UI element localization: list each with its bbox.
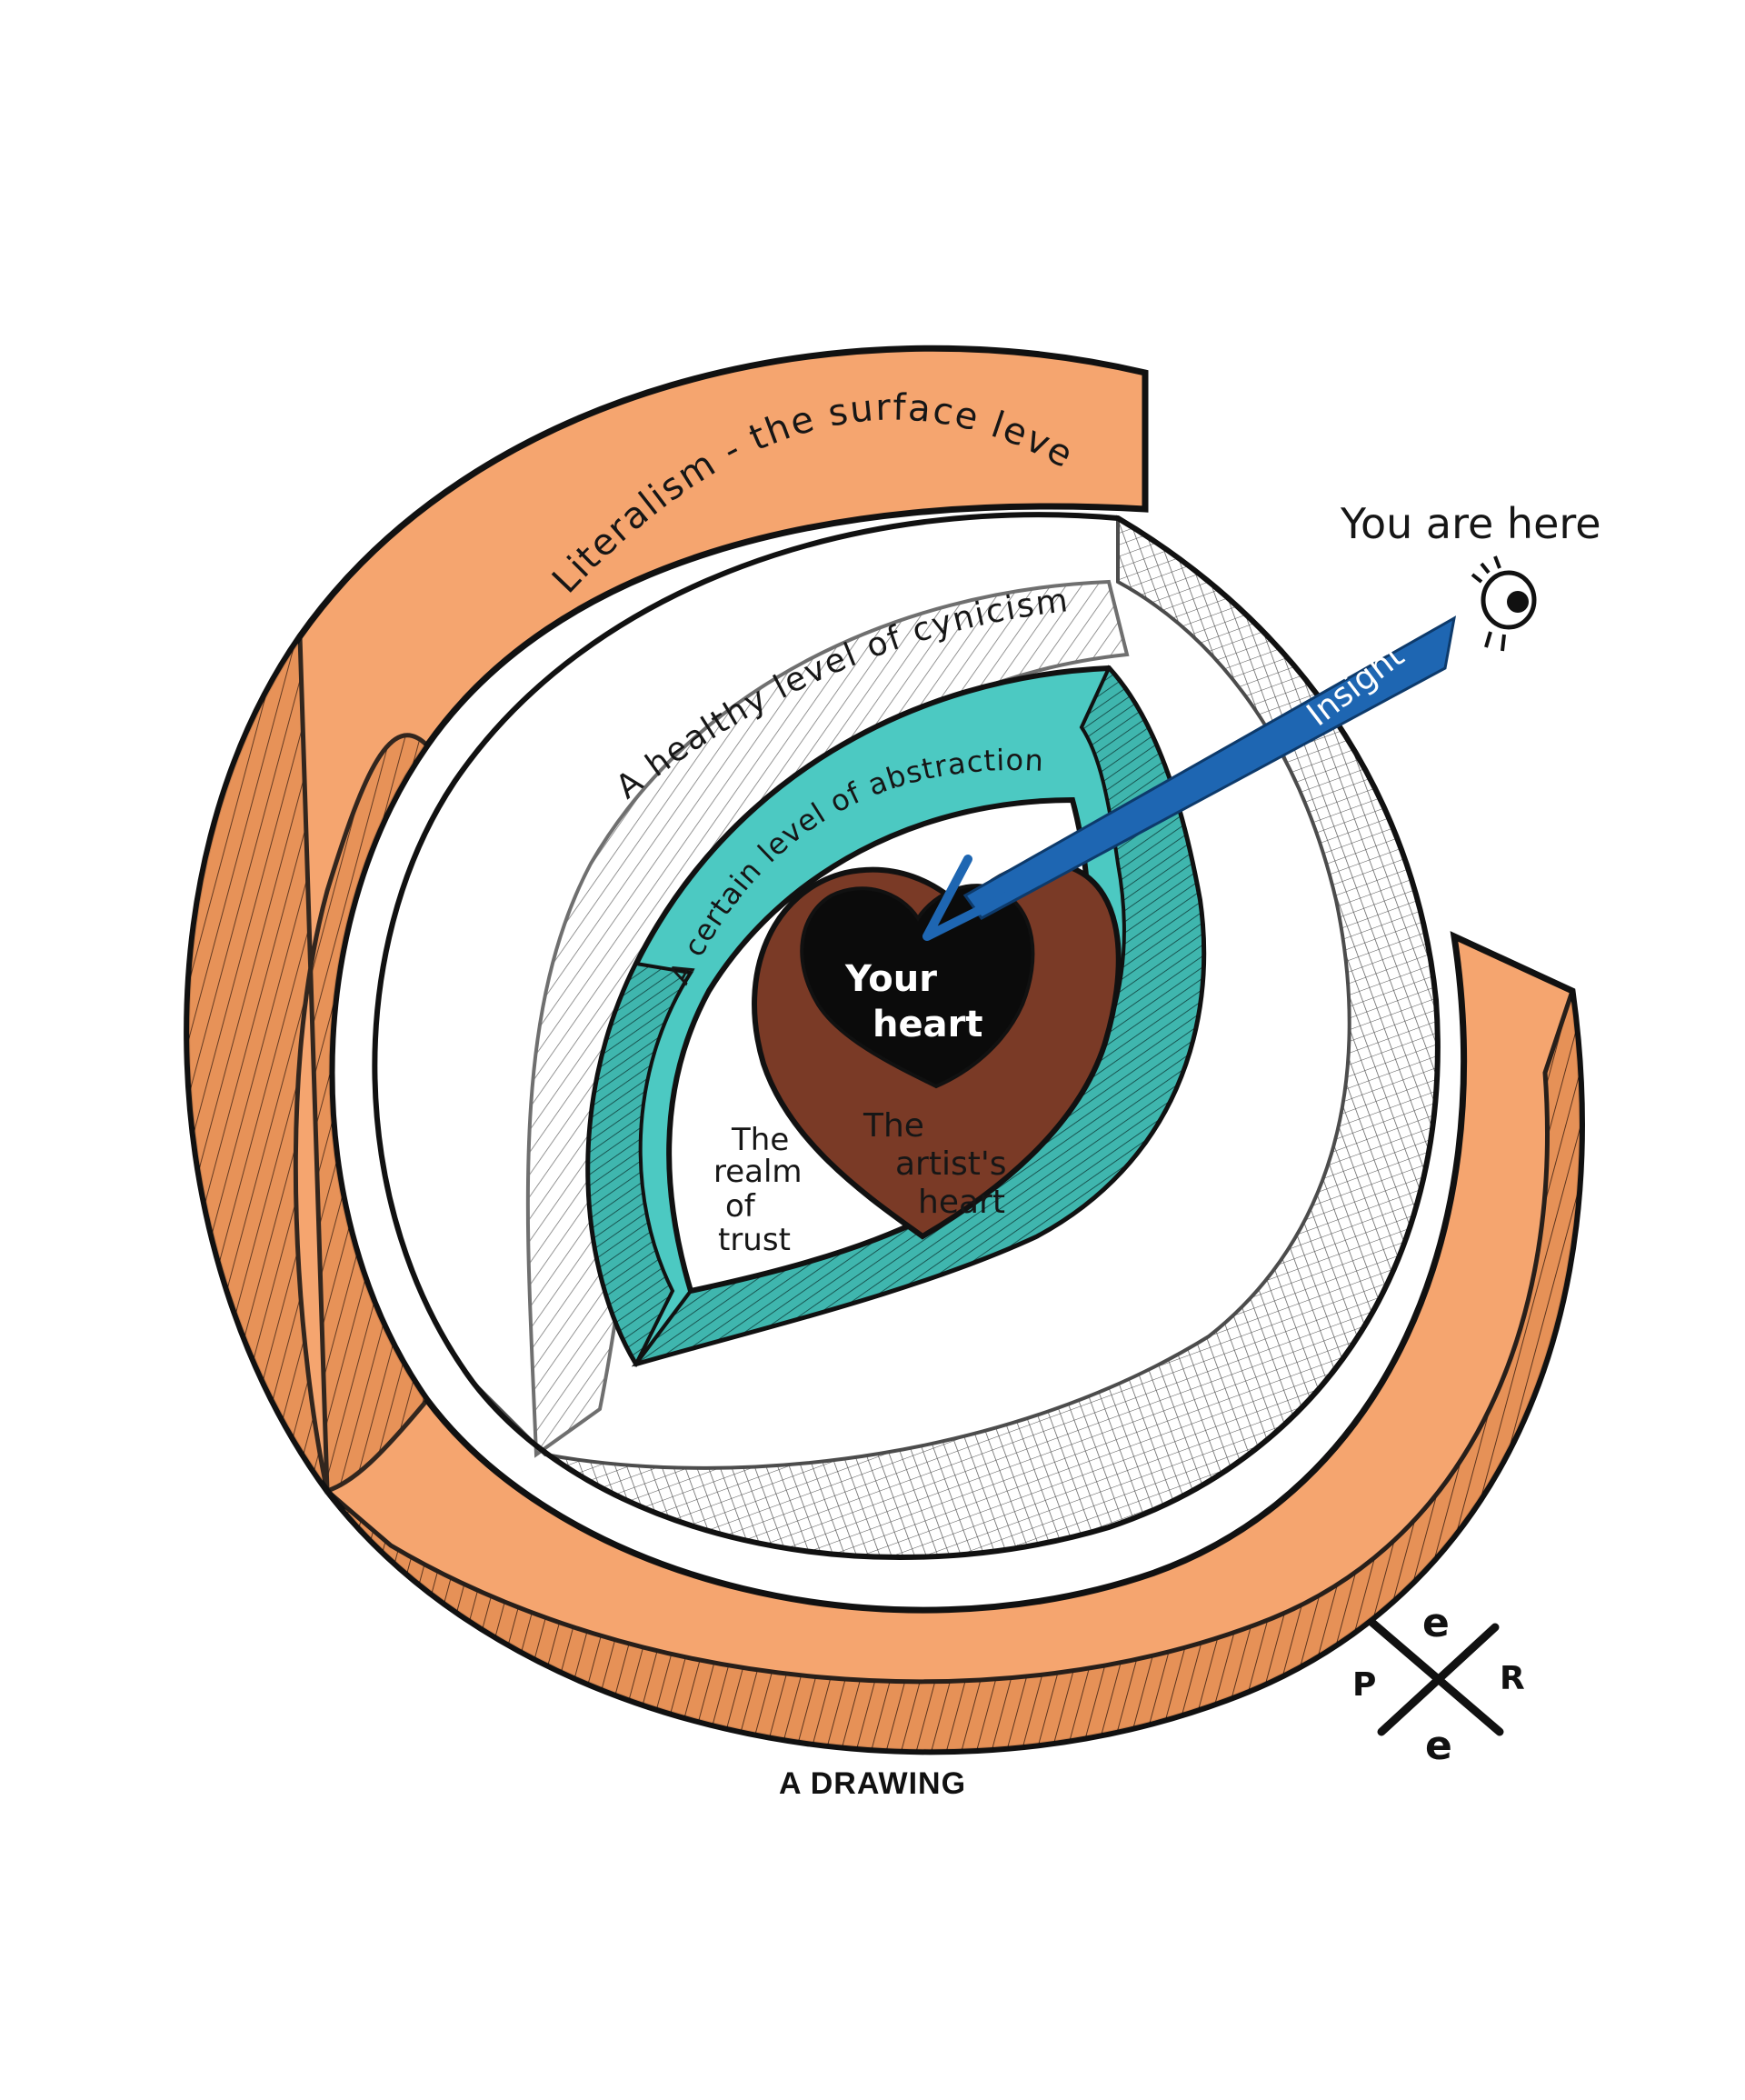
your-heart-shape <box>800 884 1035 1089</box>
trust-line-2: realm <box>713 1154 803 1190</box>
realm-of-trust-label: The realm of trust <box>713 1122 803 1258</box>
artist-heart-label: The artist's heart <box>863 1107 1007 1221</box>
signature-letter-top: e <box>1422 1600 1450 1646</box>
inner-shell-hatching <box>631 665 1206 1367</box>
artist-line-2: artist's <box>895 1145 1007 1183</box>
artist-line-1: The <box>863 1107 924 1145</box>
outer-shell-layer <box>184 345 1585 1755</box>
signature-letter-bottom: e <box>1425 1723 1452 1769</box>
trust-line-1: The <box>731 1122 789 1158</box>
inner-shell-left-wall <box>586 961 694 1368</box>
middle-shell-hatching <box>471 515 1440 1560</box>
artist-line-3: heart <box>918 1184 1005 1221</box>
insight-arrow-head <box>922 855 1013 941</box>
signature-letter-left: P <box>1352 1666 1376 1704</box>
insight-arrow-shaft <box>962 615 1457 920</box>
outer-shell-edge-shading <box>184 629 431 1495</box>
signature-mark: e P R e <box>1352 1600 1525 1769</box>
trust-line-3: of <box>725 1188 756 1225</box>
outer-shell-bottom-band <box>325 990 1584 1755</box>
your-heart-line-2: heart <box>872 1004 982 1045</box>
you-are-here-label: You are here <box>1340 499 1601 548</box>
viewer-eye-icon <box>1471 555 1537 652</box>
trust-line-4: trust <box>718 1222 791 1258</box>
your-heart-line-1: Your <box>844 958 937 1000</box>
your-heart-label: Your heart <box>844 958 982 1045</box>
drawing-caption: A DRAWING <box>778 1766 967 1801</box>
signature-letter-right: R <box>1500 1660 1525 1697</box>
